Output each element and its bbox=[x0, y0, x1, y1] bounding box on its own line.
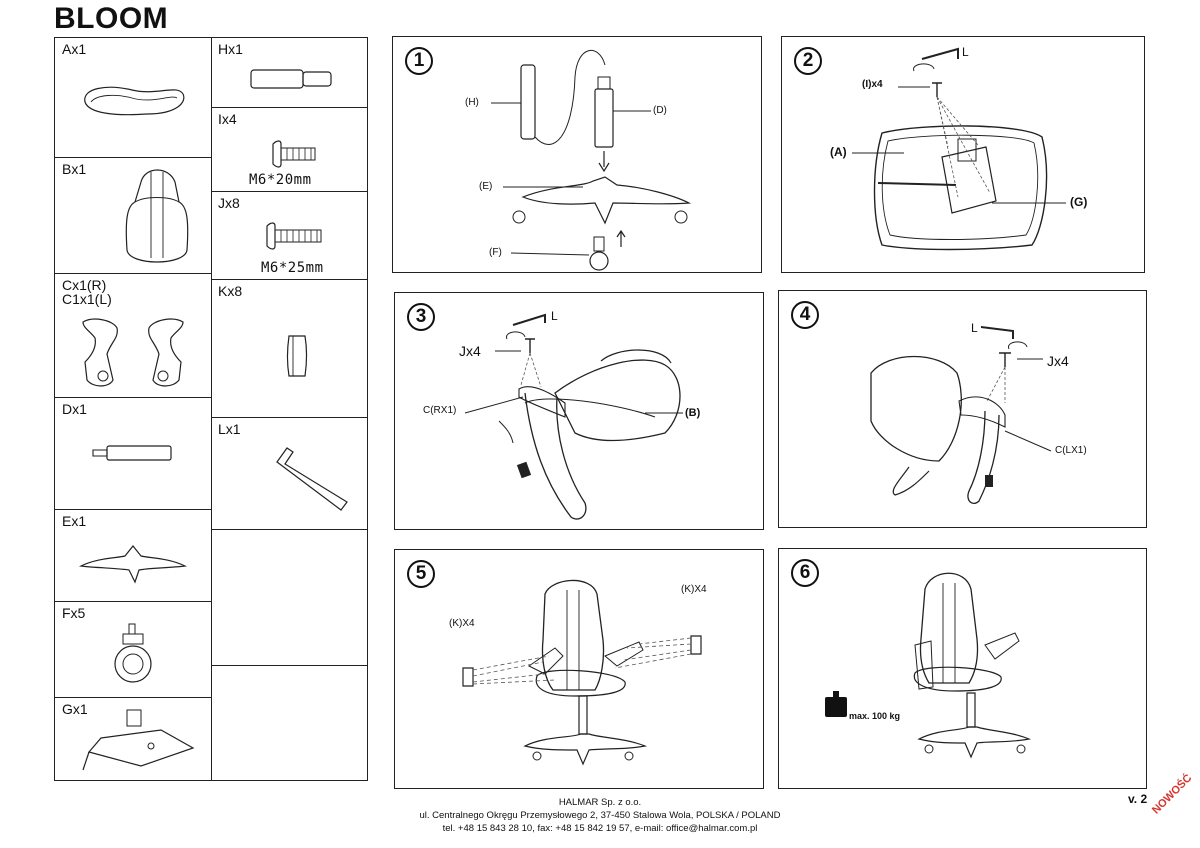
armrests-icon bbox=[73, 314, 193, 394]
part-f-cell: Fx5 bbox=[55, 602, 211, 698]
label-f: (F) bbox=[489, 247, 502, 258]
bolt-long-icon bbox=[265, 222, 329, 252]
footer-company: HALMAR Sp. z o.o. bbox=[558, 797, 642, 808]
right-armrest-illustration bbox=[395, 293, 765, 531]
mechanism-assembly-illustration bbox=[782, 37, 1146, 274]
part-k-label: Kx8 bbox=[218, 283, 243, 299]
bolt-short-icon bbox=[271, 140, 321, 170]
step-4-number: 4 bbox=[791, 301, 819, 329]
left-armrest-illustration bbox=[779, 291, 1148, 529]
part-a-label: Ax1 bbox=[62, 41, 87, 57]
footer-contact: tel. +48 15 843 28 10, fax: +48 15 842 1… bbox=[442, 823, 758, 834]
part-e-label: Ex1 bbox=[62, 513, 87, 529]
gas-lift-icon bbox=[91, 442, 177, 466]
label-d: (D) bbox=[653, 105, 667, 116]
part-l-label: Lx1 bbox=[218, 421, 241, 437]
part-c-label-1: Cx1(R) bbox=[62, 277, 107, 293]
step-6-panel: 6 max. 100 kg bbox=[778, 548, 1147, 789]
step-1-panel: 1 (H) (D) (E) (F) bbox=[392, 36, 762, 273]
cover-tube-icon bbox=[249, 68, 339, 92]
arm-cap-icon bbox=[285, 332, 311, 380]
part-d-cell: Dx1 bbox=[55, 398, 211, 510]
step-2-number: 2 bbox=[794, 47, 822, 75]
part-h-cell: Hx1 bbox=[211, 38, 367, 108]
backrest-icon bbox=[121, 162, 193, 270]
step-6-number: 6 bbox=[791, 559, 819, 587]
part-k-cell: Kx8 bbox=[211, 280, 367, 418]
parts-table: Ax1 Bx1 Cx1(R) C1x1(L) Dx1 Ex1 bbox=[54, 37, 368, 781]
step-2-panel: 2 L (I)x4 (A) (G) bbox=[781, 36, 1145, 273]
seat-icon bbox=[77, 80, 187, 120]
step-4-panel: 4 L Jx4 C(LX1) bbox=[778, 290, 1147, 528]
caster-icon bbox=[111, 622, 161, 692]
empty-cell-1 bbox=[211, 530, 367, 666]
label-c-right: C(RX1) bbox=[423, 405, 457, 416]
part-e-cell: Ex1 bbox=[55, 510, 211, 602]
label-i: (I)x4 bbox=[862, 79, 883, 90]
part-g-cell: Gx1 bbox=[55, 698, 211, 782]
document-title: BLOOM bbox=[54, 2, 169, 35]
step-1-number: 1 bbox=[405, 47, 433, 75]
part-c-cell: Cx1(R) C1x1(L) bbox=[55, 274, 211, 398]
arm-caps-illustration bbox=[395, 550, 765, 790]
part-b-label: Bx1 bbox=[62, 161, 87, 177]
part-a-cell: Ax1 bbox=[55, 38, 211, 158]
label-k-left: (K)X4 bbox=[449, 618, 475, 629]
part-i-label: Ix4 bbox=[218, 111, 237, 127]
new-badge: NOWOŚĆ bbox=[1150, 772, 1195, 817]
label-c-left: C(LX1) bbox=[1055, 445, 1087, 456]
step-3-number: 3 bbox=[407, 303, 435, 331]
max-load-label: max. 100 kg bbox=[849, 711, 901, 721]
part-i-cell: Ix4 M6*20mm bbox=[211, 108, 367, 192]
footer-address: ul. Centralnego Okręgu Przemysłowego 2, … bbox=[419, 810, 781, 821]
step-5-panel: 5 (K)X4 (K)X4 bbox=[394, 549, 764, 789]
label-h: (H) bbox=[465, 97, 479, 108]
completed-chair-illustration bbox=[825, 549, 1148, 790]
label-l: L bbox=[962, 45, 969, 59]
label-a: (A) bbox=[830, 145, 847, 159]
version-label: v. 2 bbox=[1128, 792, 1148, 806]
part-h-label: Hx1 bbox=[218, 41, 243, 57]
part-i-spec: M6*20mm bbox=[249, 172, 312, 188]
label-e: (E) bbox=[479, 181, 493, 192]
step-5-number: 5 bbox=[407, 560, 435, 588]
part-c-label-2: C1x1(L) bbox=[62, 291, 112, 307]
mechanism-icon bbox=[81, 708, 199, 778]
part-b-cell: Bx1 bbox=[55, 158, 211, 274]
part-g-label: Gx1 bbox=[62, 701, 88, 717]
part-j-label: Jx8 bbox=[218, 195, 240, 211]
star-base-icon bbox=[77, 540, 189, 584]
step-3-panel: 3 L Jx4 C(RX1) (B) bbox=[394, 292, 764, 530]
part-j-cell: Jx8 M6*25mm bbox=[211, 192, 367, 280]
part-f-label: Fx5 bbox=[62, 605, 86, 621]
empty-cell-2 bbox=[211, 666, 367, 782]
label-b: (B) bbox=[685, 407, 701, 419]
base-assembly-illustration bbox=[393, 37, 763, 274]
part-l-cell: Lx1 bbox=[211, 418, 367, 530]
label-k-right: (K)X4 bbox=[681, 584, 707, 595]
hex-key-icon bbox=[271, 444, 351, 514]
label-j: Jx4 bbox=[1047, 353, 1069, 369]
label-g: (G) bbox=[1070, 195, 1088, 209]
label-l: L bbox=[551, 309, 558, 323]
label-l: L bbox=[971, 321, 978, 335]
part-d-label: Dx1 bbox=[62, 401, 87, 417]
part-j-spec: M6*25mm bbox=[261, 260, 324, 276]
label-j: Jx4 bbox=[459, 343, 481, 359]
